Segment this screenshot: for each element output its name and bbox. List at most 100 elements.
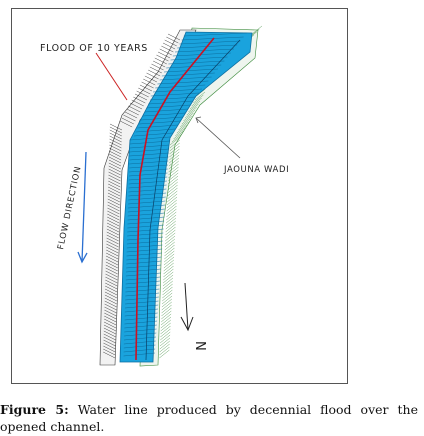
right-bank-hatch <box>166 211 177 221</box>
right-bank-hatch <box>159 340 170 350</box>
left-bank-hatch <box>108 159 122 167</box>
right-bank-hatch <box>164 253 175 263</box>
right-bank-hatch <box>168 169 179 179</box>
left-bank-hatch <box>107 219 120 227</box>
water-section-line <box>124 332 157 337</box>
water-section-line <box>139 120 181 125</box>
left-bank-hatch <box>106 249 119 257</box>
left-bank-hatch <box>105 255 119 263</box>
wadi-label: JAOUNA WADI <box>223 165 289 175</box>
north-arrow-head <box>180 316 194 332</box>
right-bank-hatch <box>164 238 176 248</box>
left-bank-hatch <box>120 120 133 128</box>
right-bank-hatch <box>167 184 178 194</box>
left-bank-hatch <box>109 153 122 161</box>
left-bank-hatch <box>146 72 159 80</box>
left-bank-hatch <box>103 321 117 329</box>
right-bank-hatch <box>191 97 202 107</box>
left-bank-hatch <box>108 186 121 194</box>
water-section-line <box>128 172 168 177</box>
left-bank-hatch <box>106 234 119 242</box>
water-section-line <box>129 144 170 149</box>
right-bank-hatch <box>163 256 175 266</box>
right-bank-hatch <box>166 202 177 212</box>
left-bank-hatch <box>104 288 118 296</box>
right-bank-hatch <box>193 94 204 104</box>
left-bank-hatch <box>105 285 118 293</box>
left-bank-hatch <box>136 90 149 98</box>
right-bank-hatch <box>166 196 178 206</box>
right-bank-hatch <box>159 346 170 356</box>
left-bank-hatch <box>149 66 162 74</box>
left-bank-hatch <box>104 315 117 323</box>
water-section-line <box>126 256 162 261</box>
water-section-line <box>123 348 156 353</box>
left-bank-hatch <box>104 297 117 305</box>
right-bank-hatch <box>162 274 174 284</box>
water-section-line <box>127 224 164 229</box>
left-bank-hatch <box>162 42 176 50</box>
water-section-line <box>125 272 161 277</box>
left-bank-hatch <box>103 333 116 341</box>
left-bank-hatch <box>108 180 121 188</box>
water-section-line <box>126 240 163 245</box>
right-bank-hatch <box>251 25 263 35</box>
right-bank-hatch <box>159 343 170 353</box>
left-bank-hatch <box>133 96 146 104</box>
right-bank-hatch <box>165 229 176 239</box>
left-bank-hatch <box>107 204 120 212</box>
water-section-line <box>126 260 162 265</box>
water-section-line <box>125 292 160 297</box>
water-section-line <box>129 156 169 161</box>
wadi-pointer-line <box>195 117 241 159</box>
right-bank-hatch <box>163 259 174 269</box>
right-bank-hatch <box>168 160 179 170</box>
left-bank-hatch <box>109 141 122 149</box>
right-bank-hatch <box>162 286 173 296</box>
right-bank-hatch <box>163 265 174 275</box>
water-section-line <box>159 76 212 81</box>
left-bank-hatch <box>159 48 172 56</box>
right-bank-hatch <box>169 151 180 161</box>
right-bank-hatch <box>162 277 174 287</box>
right-bank-hatch <box>169 136 181 146</box>
water-section-line <box>163 68 219 73</box>
left-bank-hatch <box>158 51 171 59</box>
left-bank-hatch <box>108 168 121 176</box>
flood-pointer-line <box>95 52 128 101</box>
flow-arrow-line <box>81 151 87 263</box>
water-section-line <box>127 220 165 225</box>
left-bank-hatch <box>107 198 120 206</box>
water-section-line <box>128 188 167 193</box>
water-section-line <box>124 308 158 313</box>
channel-centerline <box>135 37 215 361</box>
right-bank-hatch <box>168 157 180 167</box>
left-bank-hatch <box>109 132 122 140</box>
water-section-line <box>126 244 163 249</box>
water-section-line <box>172 52 231 57</box>
left-bank-hatch <box>154 57 167 65</box>
left-bank-hatch <box>106 243 119 251</box>
left-bank-hatch <box>105 261 118 269</box>
flow-arrow-head <box>77 251 88 264</box>
water-section-line <box>144 108 189 113</box>
right-bank-hatch <box>162 280 173 290</box>
right-bank-hatch <box>180 118 191 128</box>
water-section-line <box>127 216 165 221</box>
right-bank-hatch <box>162 283 173 293</box>
left-bank-hatch <box>105 264 118 272</box>
right-bank-hatch <box>176 124 187 134</box>
channel-bank-line <box>145 39 241 361</box>
water-section-line <box>170 56 228 61</box>
water-section-line <box>128 180 167 185</box>
left-bank-hatch <box>164 39 177 47</box>
right-bank-hatch <box>159 337 171 347</box>
water-section-line <box>125 296 159 301</box>
left-bank-hatch <box>109 135 122 143</box>
water-section-line <box>148 100 194 105</box>
left-bank-hatch <box>109 138 122 146</box>
left-bank-hatch <box>108 165 121 173</box>
left-bank-hatch <box>104 318 117 326</box>
right-bank-hatch <box>194 91 206 101</box>
water-section-line <box>123 336 157 341</box>
